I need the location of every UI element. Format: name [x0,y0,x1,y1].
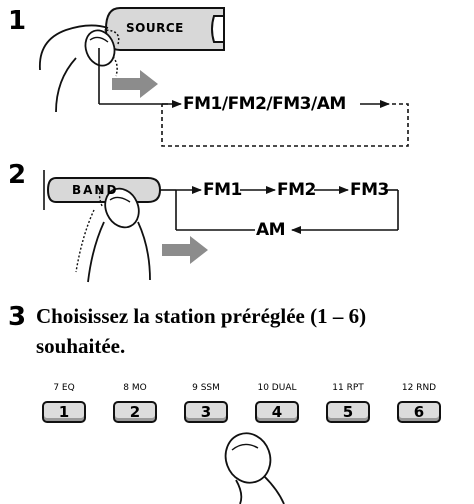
preset-6-function-label: 12 RND [401,383,437,393]
preset-3-number: 3 [200,403,212,421]
press-arrow-2 [162,236,208,264]
band-cycle-fm3: FM3 [350,180,389,200]
preset-3-button[interactable]: 3 [184,401,228,423]
finger-pressing-preset-icon [224,432,285,504]
preset-1-button[interactable]: 1 [42,401,86,423]
cycle-loop-1 [98,48,409,147]
band-cycle-fm2: FM2 [277,180,316,200]
source-cycle-text: FM1/FM2/FM3/AM [183,94,346,114]
source-button-graphic [104,7,225,51]
preset-1: 7 EQ 1 [34,384,94,444]
band-cycle-am: AM [256,220,286,240]
preset-2: 8 MO 2 [105,384,165,444]
finger-pressing-band-icon [75,183,151,283]
preset-5: 11 RPT 5 [318,384,378,444]
step-3-number: 3 [8,302,27,332]
preset-6-button[interactable]: 6 [397,401,441,423]
step-1-number: 1 [8,6,27,36]
press-arrow-1 [112,70,158,98]
step-2-number: 2 [8,160,27,190]
preset-2-function-label: 8 MO [123,383,147,393]
band-button-label: BAND [72,183,119,197]
preset-4: 10 DUAL 4 [247,384,307,444]
preset-2-number: 2 [129,403,141,421]
band-cycle-fm1: FM1 [203,180,242,200]
preset-5-number: 5 [342,403,354,421]
cycle-loop-2 [160,186,399,234]
source-button-label: SOURCE [126,21,184,35]
preset-button-row: 7 EQ 1 8 MO 2 9 SSM 3 10 DUAL 4 11 RPT 5… [34,384,454,444]
preset-5-function-label: 11 RPT [332,383,364,393]
instruction-line-1: Choisissez la station préréglée (1 – 6) [36,304,367,328]
preset-4-number: 4 [271,403,283,421]
preset-6: 12 RND 6 [389,384,449,444]
preset-4-button[interactable]: 4 [255,401,299,423]
preset-1-number: 1 [58,403,70,421]
preset-1-function-label: 7 EQ [53,383,75,393]
finger-pressing-source-icon [39,24,120,113]
preset-5-button[interactable]: 5 [326,401,370,423]
instruction-line-2: souhaitée. [36,334,126,358]
preset-6-number: 6 [413,403,425,421]
preset-3-function-label: 9 SSM [192,383,220,393]
preset-2-button[interactable]: 2 [113,401,157,423]
preset-4-function-label: 10 DUAL [257,383,297,393]
preset-3: 9 SSM 3 [176,384,236,444]
